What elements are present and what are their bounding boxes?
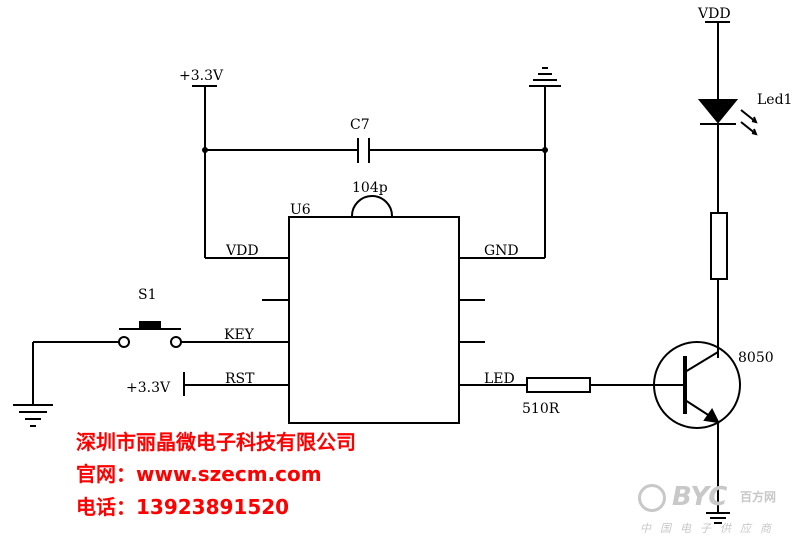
capacitor-value: 104p [352,180,388,196]
chip-u6-body [288,216,460,424]
watermark-brand: BYC [672,482,728,512]
junction-dot-left [202,147,208,153]
switch-contact-left [118,336,130,348]
base-resistor [526,377,591,393]
vdd-top-label: VDD [697,6,731,22]
ground-symbol-right [706,512,730,524]
watermark-logo-icon [638,484,666,512]
pin-rst-label: RST [225,371,255,387]
junction-dot-right [542,147,548,153]
chip-name: U6 [290,202,311,218]
company-website: 官网：www.szecm.com [76,462,322,486]
watermark-brand-cn: 百方网 [740,490,777,504]
resistor-value: 510R [522,401,560,417]
company-phone: 电话：13923891520 [76,495,290,519]
emitter-arrow [703,408,720,424]
pin-key-label: KEY [224,327,255,343]
pin-vdd-label: VDD [225,243,259,259]
led-label: Led1 [757,92,792,108]
led-arrows [740,109,758,136]
supply-rst-label: +3.3V [126,380,171,396]
ground-symbol-left [13,404,53,427]
supply-top-label: +3.3V [179,68,224,84]
switch-contact-right [170,336,182,348]
pin-gnd-label: GND [484,243,519,259]
pin-led-label: LED [484,371,515,387]
capacitor-name: C7 [350,117,370,133]
collector-resistor [710,212,728,280]
company-name: 深圳市丽晶微电子科技有限公司 [76,430,356,454]
transistor-collector [684,351,719,373]
switch-name: S1 [138,287,157,303]
switch-button-cap [139,321,161,330]
chip-notch [351,195,393,217]
transistor-name: 8050 [738,350,774,366]
watermark-tagline: 中国电子供应商 [640,522,780,535]
led-symbol [697,99,739,124]
ground-symbol-top [529,67,561,87]
